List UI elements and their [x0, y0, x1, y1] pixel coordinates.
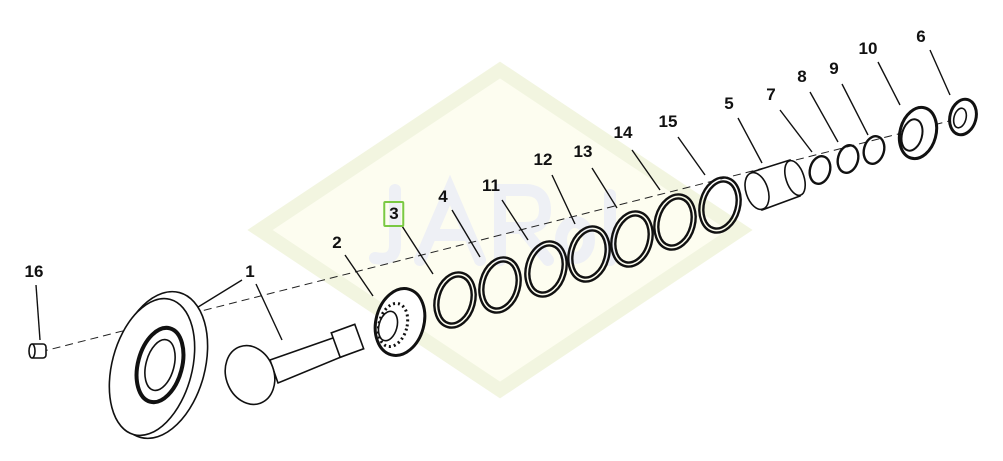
- callout-15[interactable]: 15: [658, 112, 678, 131]
- part-11-ring[interactable]: [519, 237, 572, 301]
- callout-5[interactable]: 5: [724, 94, 734, 113]
- callout-13[interactable]: 13: [573, 142, 593, 161]
- part-10-bearing[interactable]: [894, 103, 942, 163]
- callout-1[interactable]: 1: [245, 262, 255, 281]
- callout-10[interactable]: 10: [858, 39, 878, 58]
- part-15-ring[interactable]: [693, 173, 746, 237]
- callout-11[interactable]: 11: [482, 176, 500, 195]
- part-3-ring[interactable]: [428, 268, 481, 332]
- part-9-ring[interactable]: [861, 134, 888, 166]
- rings: [428, 134, 888, 332]
- part-12-ring[interactable]: [562, 222, 615, 286]
- part-2-bearing[interactable]: [368, 283, 432, 361]
- part-6-seal[interactable]: [946, 96, 980, 138]
- callout-9[interactable]: 9: [829, 59, 839, 78]
- callout-4[interactable]: 4: [438, 187, 448, 206]
- callout-8[interactable]: 8: [797, 67, 807, 86]
- part-13-ring[interactable]: [605, 207, 658, 271]
- callout-14[interactable]: 14: [613, 123, 633, 142]
- part-1-pinion-shaft[interactable]: [217, 323, 365, 411]
- part-7-ring[interactable]: [807, 154, 834, 186]
- callout-2[interactable]: 2: [332, 233, 342, 252]
- part-16-bolt[interactable]: [28, 343, 47, 359]
- callout-6[interactable]: 6: [916, 27, 926, 46]
- part-14-ring[interactable]: [648, 190, 701, 254]
- callout-7[interactable]: 7: [766, 85, 776, 104]
- part-4-ring[interactable]: [473, 253, 526, 317]
- callout-12[interactable]: 12: [533, 150, 553, 169]
- callout-16[interactable]: 16: [24, 262, 44, 281]
- part-5-sleeve[interactable]: [741, 158, 809, 212]
- part-1-gear-disc[interactable]: [95, 281, 223, 449]
- part-8-ring[interactable]: [835, 143, 862, 175]
- callout-3-selected[interactable]: 3: [383, 201, 405, 227]
